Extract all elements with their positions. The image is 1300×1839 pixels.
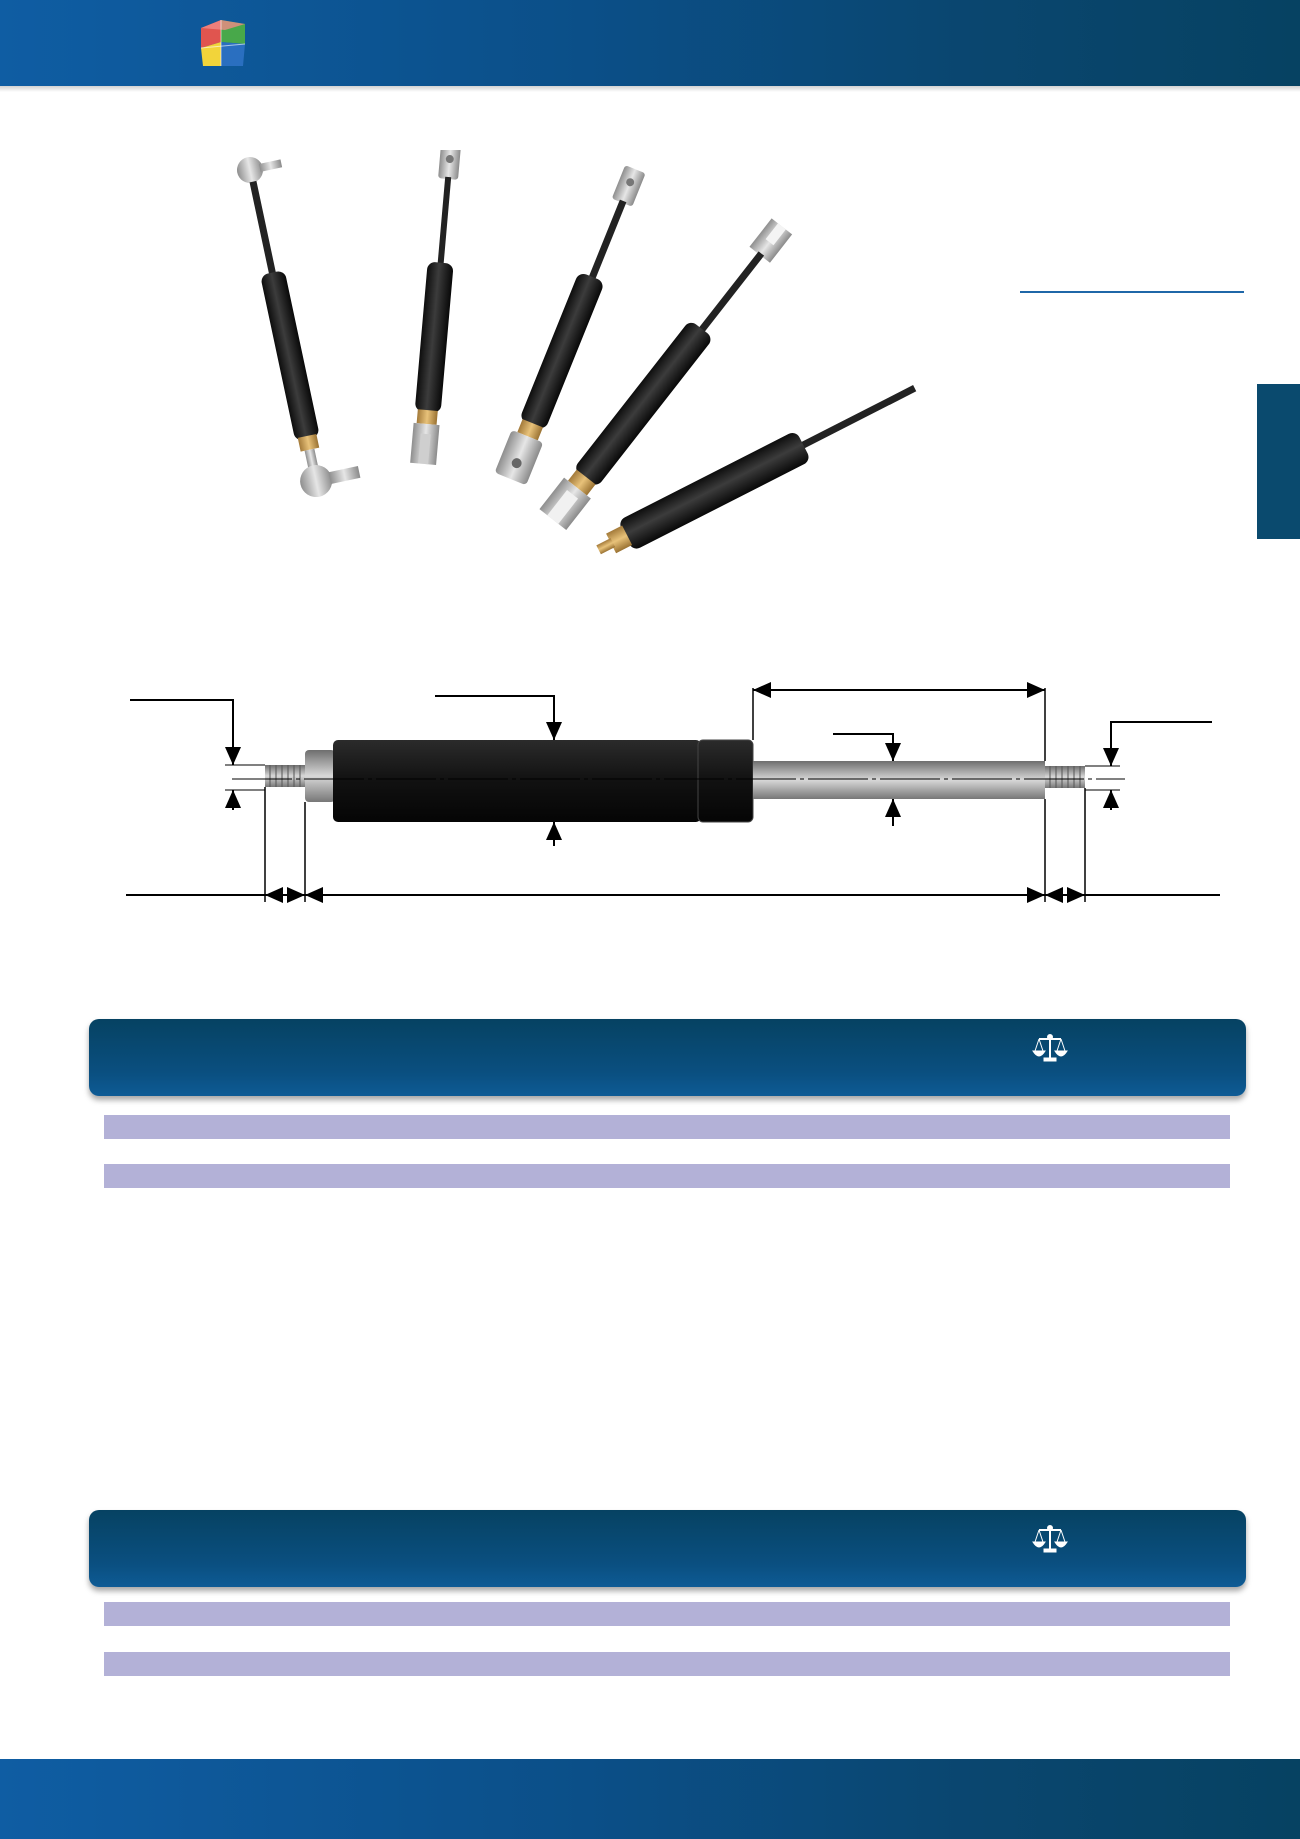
gas-spring-5 — [596, 385, 917, 555]
cylinder-seal — [697, 739, 754, 823]
gas-spring-assortment-image — [237, 150, 917, 555]
left-thread — [265, 765, 305, 787]
gas-spring-1 — [237, 157, 361, 498]
gas-spring-dimension-drawing — [126, 682, 1220, 903]
balance-scale-icon — [1032, 1525, 1068, 1553]
table-1-row-2 — [104, 1164, 1230, 1188]
section-side-tab[interactable] — [1257, 384, 1300, 539]
table-2-row-1 — [104, 1602, 1230, 1626]
table-1-row-1 — [104, 1115, 1230, 1139]
gas-spring-2 — [410, 150, 461, 466]
end-cap — [305, 750, 335, 802]
footer-bar — [0, 1759, 1300, 1839]
cylinder-body — [333, 740, 701, 822]
color-cube-logo-icon[interactable] — [195, 14, 253, 72]
table-2-row-2 — [104, 1652, 1230, 1676]
gas-spring-3 — [495, 166, 645, 485]
right-thread — [1045, 766, 1085, 788]
balance-scale-icon — [1032, 1034, 1068, 1062]
piston-rod — [753, 761, 1045, 799]
table-1-header — [89, 1019, 1246, 1096]
title-underline-rule — [1020, 291, 1244, 293]
header-shadow — [0, 86, 1300, 92]
gas-spring-4 — [539, 218, 793, 531]
table-2-header — [89, 1510, 1246, 1587]
